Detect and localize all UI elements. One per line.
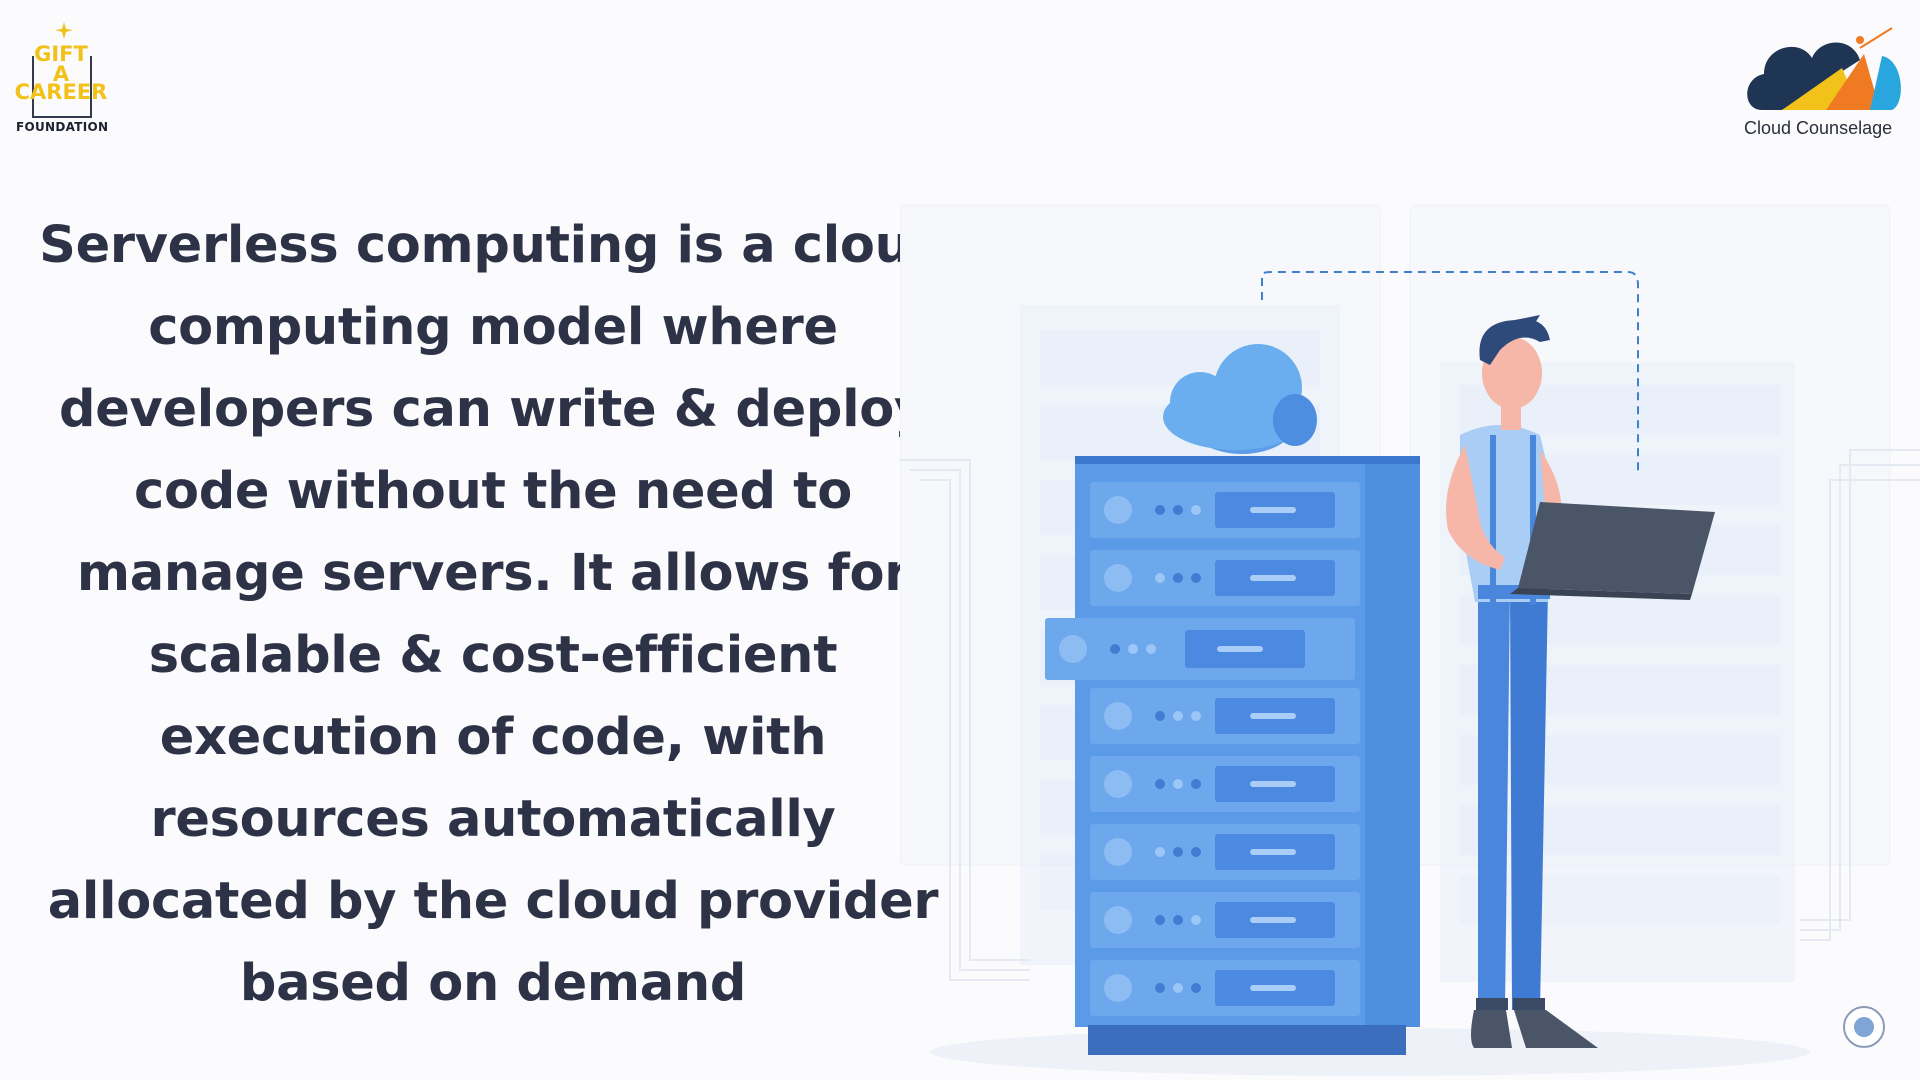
- cloud-icon: [1163, 344, 1317, 454]
- serverless-illustration: [900, 204, 1920, 1076]
- gift-a-career-logo: GIFT A CAREER FOUNDATION: [14, 20, 114, 138]
- logo-word-career: CAREER: [14, 80, 108, 104]
- sparkle-icon: [55, 22, 73, 39]
- watermark-cloud-icon: [1854, 1017, 1874, 1037]
- logo-frame: [32, 56, 92, 118]
- cloud-counselage-name: Cloud Counselage: [1744, 118, 1893, 138]
- laptop-icon: [1510, 502, 1715, 600]
- headline-text: Serverless computing is a cloud computin…: [39, 216, 947, 1013]
- cloud-counselage-logo: Cloud Counselage: [1730, 18, 1910, 148]
- cloud-counselage-icon: [1747, 27, 1901, 110]
- developer-illustration: [1446, 315, 1715, 1048]
- server-units: [1045, 482, 1360, 1016]
- circuit-lines: [900, 449, 1920, 981]
- server-rack-icon: [1045, 456, 1420, 1055]
- logo-word-a: A: [52, 62, 70, 86]
- channel-watermark-badge: [1843, 1006, 1885, 1048]
- logo-word-foundation: FOUNDATION: [16, 120, 109, 134]
- logo-word-gift: GIFT: [34, 42, 88, 66]
- connection-dashed-line: [1261, 271, 1639, 475]
